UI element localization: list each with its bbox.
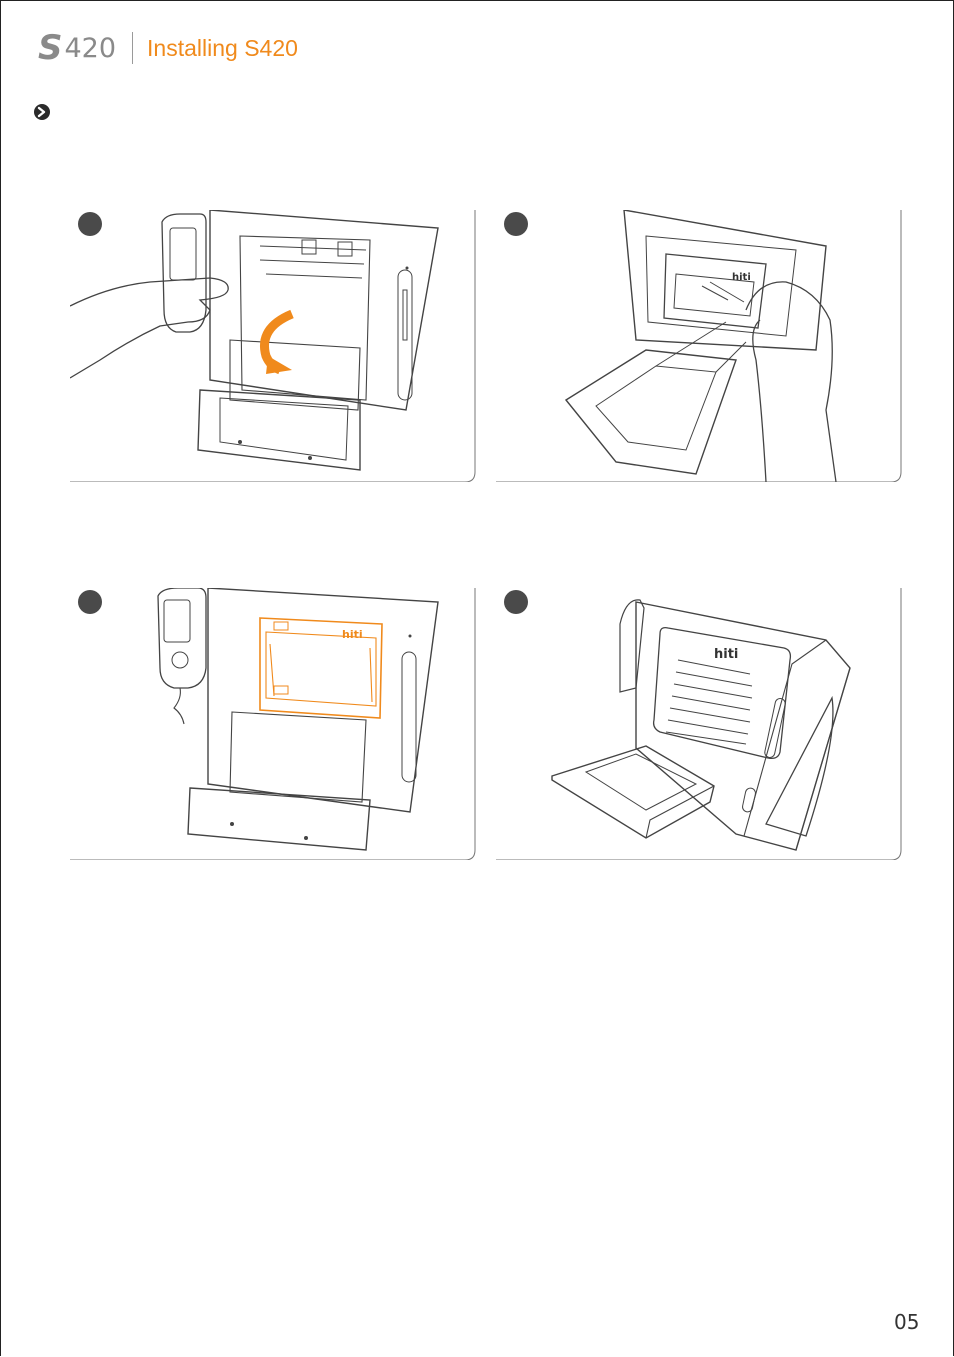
opening-printer-door-illustration [70,210,476,482]
step-panel-3: hiti [70,588,476,860]
ribbon-installed-illustration: hiti [70,588,476,860]
page-title: Installing S420 [147,35,298,62]
hiti-logo-orange: hiti [342,628,363,641]
hiti-logo-front: hiti [714,647,738,662]
assembled-printer-illustration: hiti [496,588,902,860]
inserting-ribbon-cartridge-illustration: hiti [496,210,902,482]
arrow-right-circle-icon [33,103,51,121]
step-marker-4 [504,590,528,614]
page-header: S 420 Installing S420 [38,28,298,68]
hiti-logo-small: hiti [732,272,751,283]
step-panel-2: hiti [496,210,902,482]
header-divider [132,32,133,64]
step-panel-4: hiti [496,588,902,860]
step-panel-1 [70,210,476,482]
step-marker-1 [78,212,102,236]
logo-model: 420 [65,35,117,62]
logo-letter: S [38,31,63,65]
page-number: 05 [894,1310,919,1334]
step-marker-3 [78,590,102,614]
step-marker-2 [504,212,528,236]
